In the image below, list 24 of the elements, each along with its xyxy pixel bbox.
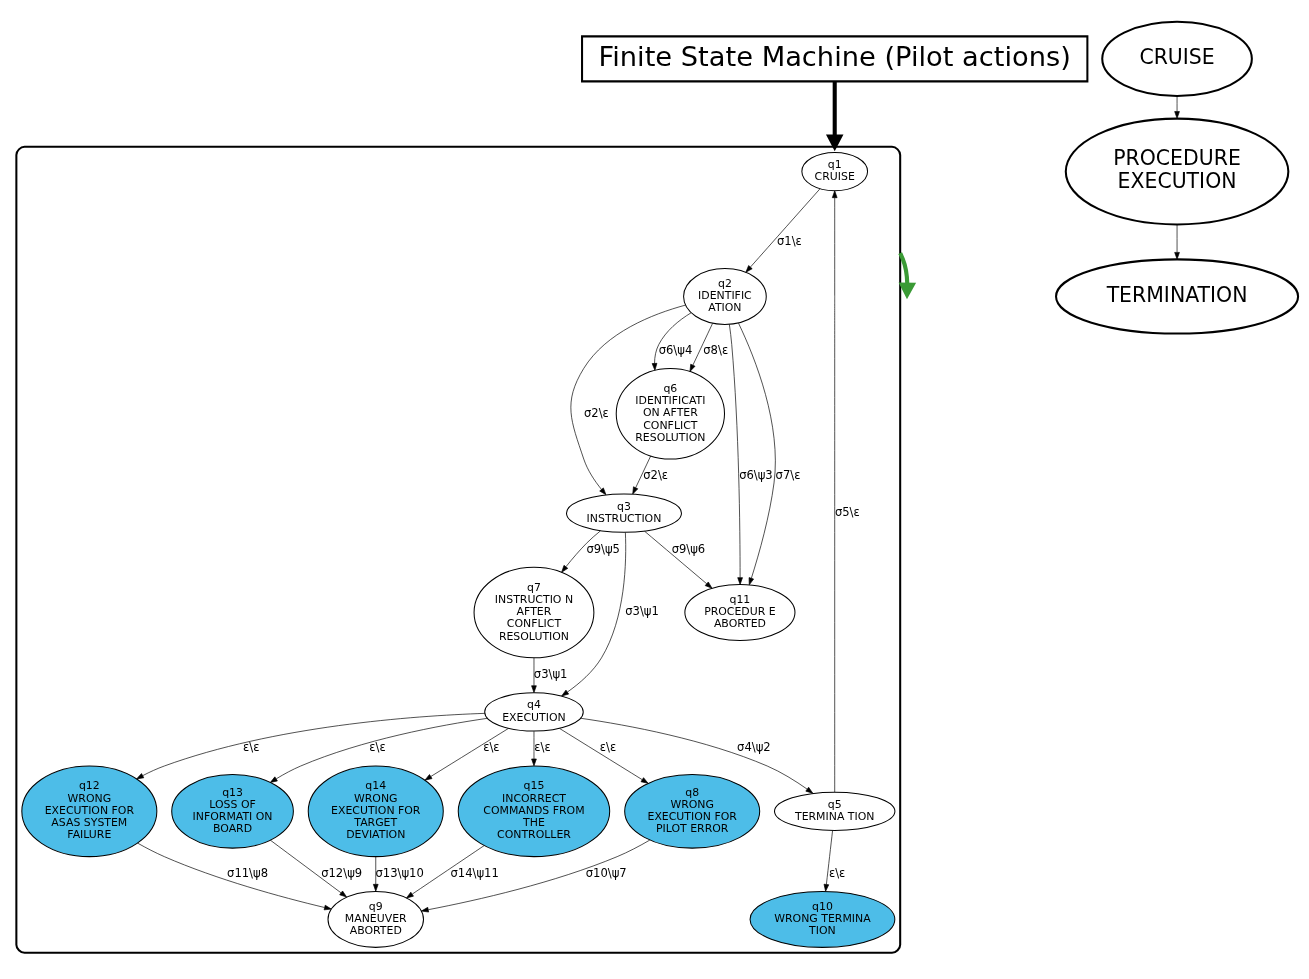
edge-label: ε\ε bbox=[599, 739, 617, 754]
edge-label: σ1\ε bbox=[776, 233, 802, 248]
edge-label: σ3\ψ1 bbox=[625, 603, 659, 618]
edge-label: σ12\ψ9 bbox=[321, 865, 363, 880]
edge-label: σ2\ε bbox=[643, 467, 669, 482]
edge-label: ε\ε bbox=[828, 865, 846, 880]
edge-label: ε\ε bbox=[534, 739, 551, 754]
edge-label: σ8\ε bbox=[703, 342, 729, 357]
edge-label: σ6\ψ4 bbox=[658, 342, 693, 357]
edge-label: σ3\ψ1 bbox=[533, 666, 568, 681]
edge-label: σ11\ψ8 bbox=[227, 865, 269, 880]
edge-label: σ4\ψ2 bbox=[737, 739, 771, 754]
edge-label: σ9\ψ5 bbox=[586, 541, 620, 556]
edge-label: σ5\ε bbox=[834, 504, 860, 519]
edge-label: σ14\ψ11 bbox=[450, 865, 499, 880]
edge-label: ε\ε bbox=[483, 739, 500, 754]
edge-label: ε\ε bbox=[369, 739, 386, 754]
edge-label: ε\ε bbox=[243, 739, 260, 754]
edge-label: σ9\ψ6 bbox=[671, 541, 706, 556]
edge-label: σ2\ε bbox=[583, 405, 609, 420]
edge-label: σ10\ψ7 bbox=[585, 865, 627, 880]
edge-label: σ6\ψ3 bbox=[739, 467, 773, 482]
edge-label: σ7\ε bbox=[775, 467, 801, 482]
edge-label: σ13\ψ10 bbox=[375, 865, 424, 880]
